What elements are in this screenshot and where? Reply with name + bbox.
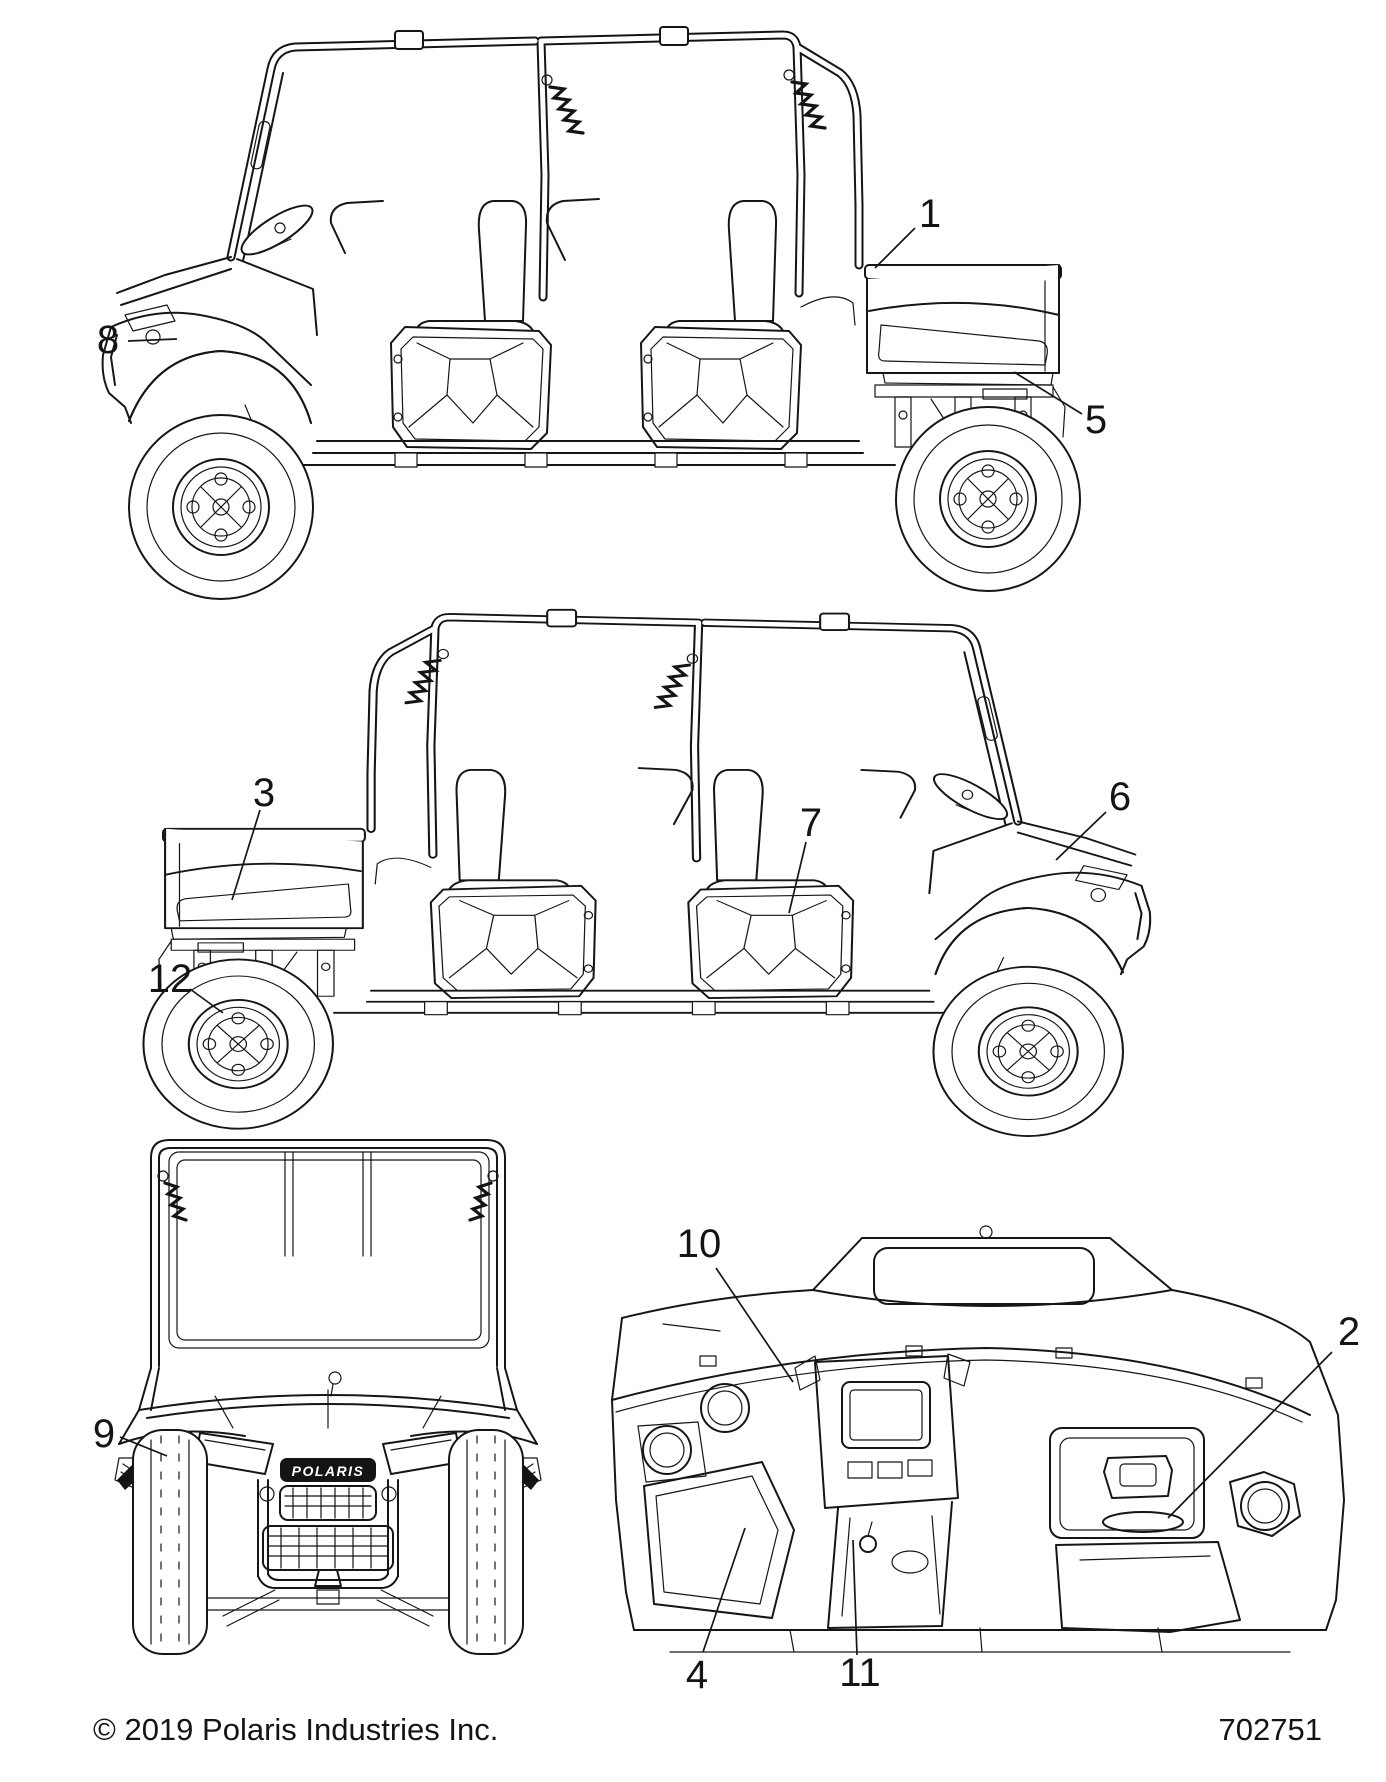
leader-11	[852, 1539, 858, 1656]
front-wheel-right	[448, 1429, 524, 1655]
callout-12: 12	[147, 957, 193, 1001]
front-roll-cage	[138, 1139, 518, 1411]
callout-6: 6	[1108, 775, 1132, 819]
gauge-pod	[700, 1383, 750, 1433]
kick-panel-left	[643, 1461, 795, 1619]
leader-5	[1013, 371, 1083, 415]
leader-3	[231, 809, 261, 901]
leader-1	[874, 227, 916, 269]
callout-1: 1	[918, 192, 942, 236]
floor	[633, 1627, 1327, 1653]
leader-10	[715, 1267, 794, 1383]
polaris-logo-text: POLARIS	[292, 1463, 365, 1479]
tow-hook	[314, 1569, 342, 1587]
callout-2: 2	[1337, 1310, 1361, 1354]
callout-4: 4	[685, 1653, 709, 1697]
callout-7: 7	[799, 801, 823, 845]
leader-lines	[119, 227, 1333, 1656]
windshield-braces	[284, 1151, 372, 1257]
leader-6	[1055, 811, 1107, 861]
leader-8	[127, 338, 178, 342]
callout-9: 9	[92, 1412, 116, 1456]
side-view-left-facing	[103, 27, 1080, 599]
cup-holder-left	[637, 1421, 707, 1483]
leader-2	[1167, 1351, 1333, 1519]
hood-knob	[328, 1371, 342, 1385]
cup-holder-right	[1229, 1471, 1301, 1537]
leader-12	[189, 988, 224, 1014]
leader-7	[788, 841, 807, 914]
leader-9	[119, 1436, 168, 1457]
front-bumper	[257, 1479, 399, 1589]
passenger-lower-panel	[1055, 1541, 1241, 1633]
grille-badge: POLARIS	[280, 1458, 376, 1482]
side-view-right-facing	[143, 610, 1150, 1136]
copyright-text: © 2019 Polaris Industries Inc.	[93, 1712, 499, 1747]
center-console	[827, 1501, 953, 1629]
callout-10: 10	[676, 1222, 722, 1266]
cowl-silhouette	[611, 1225, 1345, 1631]
callout-11: 11	[839, 1651, 881, 1695]
front-view: POLARIS	[114, 1139, 542, 1655]
callout-3: 3	[252, 771, 276, 815]
gear-shifter	[859, 1535, 877, 1553]
center-stack	[794, 1353, 971, 1509]
upper-grille	[259, 1485, 397, 1521]
leader-4	[702, 1527, 746, 1653]
headlight-right	[382, 1432, 462, 1475]
dash-view	[611, 1225, 1345, 1653]
glove-box	[1049, 1427, 1205, 1539]
callout-5: 5	[1084, 398, 1108, 442]
callout-8: 8	[96, 318, 120, 362]
part-number: 702751	[1218, 1712, 1322, 1747]
dash-top	[611, 1345, 1311, 1423]
front-wheel-left	[132, 1429, 208, 1655]
lower-grille	[262, 1525, 394, 1587]
display-screen	[841, 1381, 931, 1449]
